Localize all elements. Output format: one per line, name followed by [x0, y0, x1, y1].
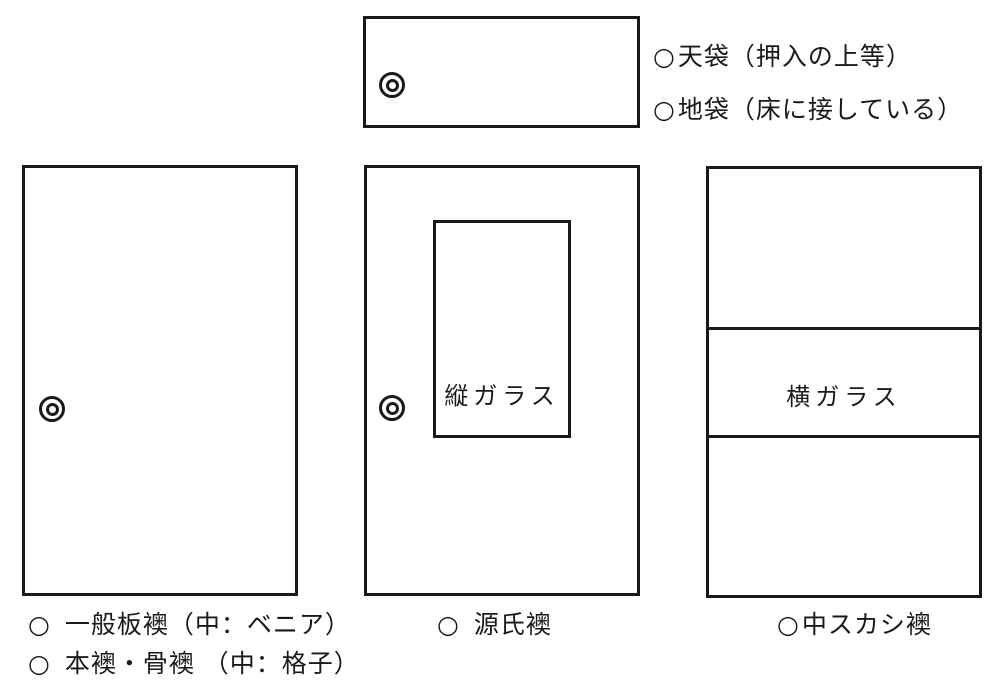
circle-bullet-icon: ○ — [653, 95, 676, 124]
handle-core-icon — [45, 402, 59, 416]
circle-bullet-icon: ○ — [437, 610, 460, 639]
vertical-glass-label: 縦ガラス — [444, 382, 560, 410]
label-tenbukuro: ○天袋（押入の上等） — [653, 43, 912, 71]
handle-core-icon — [385, 401, 399, 415]
caption-ippan-ita-fusuma-text: 一般板襖（中：ベニア） — [64, 610, 351, 639]
panel-top-cabinet-door — [363, 16, 640, 128]
circle-bullet-icon: ○ — [28, 610, 51, 639]
double-circle-handle-icon — [39, 396, 65, 422]
panel-genji-fusuma: 縦ガラス — [364, 165, 640, 596]
caption-naka-sukashi-fusuma: ○中スカシ襖 — [777, 611, 932, 639]
vertical-glass-inset: 縦ガラス — [433, 220, 571, 438]
panel-naka-sukashi-fusuma: 横ガラス — [706, 166, 982, 598]
caption-hon-fusuma-hone-fusuma: ○ 本襖・骨襖 （中：格子） — [28, 650, 360, 678]
double-circle-handle-icon — [379, 395, 405, 421]
caption-naka-sukashi-fusuma-text: 中スカシ襖 — [801, 610, 932, 639]
double-circle-handle-icon — [379, 72, 405, 98]
caption-genji-fusuma: ○ 源氏襖 — [437, 611, 552, 639]
panel-plain-fusuma — [22, 165, 298, 596]
caption-ippan-ita-fusuma: ○ 一般板襖（中：ベニア） — [28, 611, 351, 639]
circle-bullet-icon: ○ — [28, 649, 51, 678]
caption-hon-fusuma-hone-fusuma-text: 本襖・骨襖 （中：格子） — [64, 649, 360, 678]
circle-bullet-icon: ○ — [653, 42, 676, 71]
label-jibukuro-text: 地袋（床に接している） — [677, 95, 964, 124]
label-jibukuro: ○地袋（床に接している） — [653, 96, 963, 124]
label-tenbukuro-text: 天袋（押入の上等） — [677, 42, 912, 71]
horizontal-divider-line — [708, 327, 980, 330]
horizontal-divider-line — [708, 435, 980, 438]
handle-core-icon — [385, 78, 399, 92]
circle-bullet-icon: ○ — [777, 610, 800, 639]
horizontal-glass-label: 横ガラス — [786, 383, 902, 411]
caption-genji-fusuma-text: 源氏襖 — [473, 610, 552, 639]
